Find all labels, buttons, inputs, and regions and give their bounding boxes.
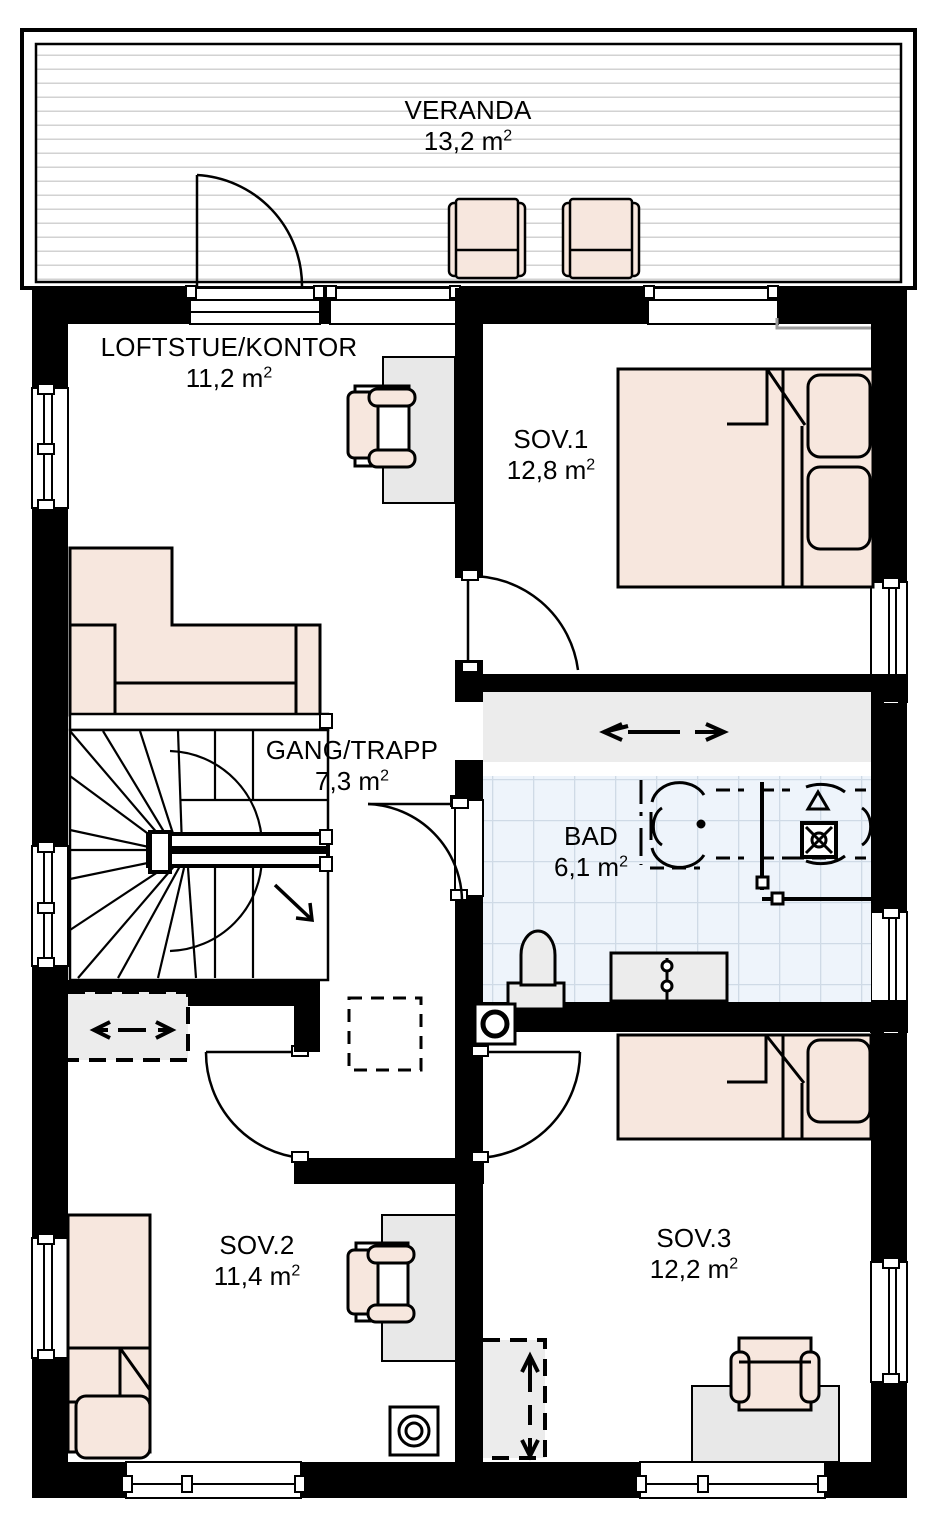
sov2-wardrobe (68, 990, 190, 1062)
sov1-door (461, 569, 580, 673)
loftstue-furniture (68, 356, 456, 717)
sov1-bed (616, 367, 875, 589)
sov2-floor-drain (388, 1405, 440, 1457)
veranda-chair-left (447, 197, 527, 280)
gang-bottom (204, 996, 582, 1163)
bad-shower (639, 780, 873, 906)
bad-toilet (506, 929, 566, 1011)
staircase (68, 712, 333, 982)
veranda-block (20, 28, 917, 290)
bad-room (450, 776, 873, 1046)
sov3-furniture (483, 1033, 873, 1463)
top-windows (185, 285, 779, 325)
bad-sink (609, 951, 729, 1003)
left-windows (31, 383, 69, 1361)
bottom-windows (121, 1461, 829, 1499)
stair-up-arrow (273, 883, 314, 923)
sov2-furniture (66, 1213, 457, 1460)
corridor-wardrobe (483, 692, 871, 762)
bad-door (367, 797, 469, 901)
sliding-door-symbol-sov3 (520, 1351, 540, 1461)
sliding-door-symbol-corridor (599, 722, 729, 742)
bad-floor-drain (473, 1002, 517, 1046)
veranda-chair-right (561, 197, 641, 280)
sov3-door (471, 1045, 582, 1163)
